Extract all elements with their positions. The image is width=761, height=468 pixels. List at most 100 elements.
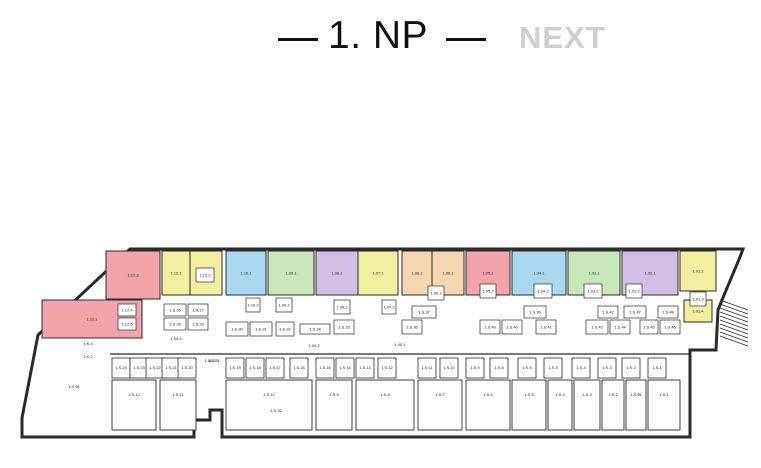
storage-cell	[621, 357, 641, 379]
room-label: 1.S.48	[662, 310, 674, 315]
small-room	[427, 285, 445, 301]
stair-step	[719, 307, 749, 319]
brand-logo: NEXT	[519, 14, 631, 58]
storage-label: 1.S.2	[626, 365, 636, 370]
storage-cell	[543, 357, 563, 379]
small-room	[501, 319, 523, 335]
room-label: 1.S.30	[231, 327, 243, 332]
stair-step	[719, 331, 749, 343]
unit-label: 1.12.3	[127, 273, 139, 278]
room-label: 1.09.2	[278, 303, 290, 308]
storage-label: 1.S.3	[582, 392, 592, 397]
storage-cell	[355, 357, 375, 379]
unit-label: 1.01.4	[692, 309, 704, 314]
storage-label: 1.S.19	[229, 365, 241, 370]
small-room	[333, 299, 351, 315]
room-label: 1.S.45	[643, 325, 655, 330]
room-label: 1.S.26	[169, 308, 181, 313]
small-room	[689, 291, 707, 307]
small-room	[381, 299, 397, 315]
small-room	[625, 283, 643, 299]
storage-label: 1.S.5	[524, 392, 534, 397]
storage-label: 1.S.5	[548, 365, 558, 370]
small-room	[249, 321, 273, 337]
corridor-label: 1.K.3	[83, 341, 93, 346]
small-room	[533, 283, 553, 299]
storage-label: 1.S.13	[359, 365, 371, 370]
corridor-label: 1.00.1	[394, 342, 406, 347]
small-room	[401, 319, 423, 335]
room-label: 1.12.5	[121, 322, 133, 327]
storage-label: 1.S.3	[602, 365, 612, 370]
storage-large	[225, 379, 313, 431]
small-room	[299, 323, 331, 335]
storage-cell	[489, 357, 509, 379]
room-label: 1.S.37	[418, 310, 430, 315]
small-room	[187, 317, 209, 331]
storage-large	[315, 379, 353, 431]
storage-label: 1.S.12	[128, 392, 140, 397]
storage-label: 1.S.24	[115, 365, 127, 370]
small-room	[275, 297, 293, 313]
storage-cell	[517, 357, 537, 379]
room-label: 1.03.2	[587, 289, 599, 294]
small-room	[583, 283, 603, 299]
room-label: 1.12.2	[199, 273, 211, 278]
unit-label: 1.09.1	[285, 271, 297, 276]
small-room	[117, 303, 137, 317]
storage-cell	[439, 357, 459, 379]
room-label: 1.S.42	[602, 310, 614, 315]
small-room	[275, 321, 295, 337]
storage-label: 1.S.11	[421, 365, 433, 370]
misc-room-label: 1.S.31	[208, 358, 220, 363]
corridor-label: 1.00.3	[204, 358, 216, 363]
small-room	[585, 319, 609, 335]
stair-step	[719, 319, 749, 331]
storage-label: 1.S.18	[249, 365, 261, 370]
storage-label: 1.S.20	[181, 365, 193, 370]
stair-step	[719, 335, 749, 347]
unit-label: 1.07.1	[372, 271, 384, 276]
unit-label: 1.06.1	[442, 271, 454, 276]
unit-label: 1.03.1	[588, 271, 600, 276]
storage-cell	[265, 357, 285, 379]
small-room	[523, 305, 547, 319]
small-room	[623, 305, 647, 319]
small-room	[657, 305, 679, 319]
small-room	[225, 321, 249, 337]
small-room	[163, 317, 187, 331]
storage-label: 1.S.7	[435, 392, 445, 397]
unit-label: 1.12.1	[170, 271, 182, 276]
brand-logo-text: NEXT	[519, 20, 606, 55]
storage-label: 1.S.12	[381, 365, 393, 370]
storage-cell	[289, 357, 309, 379]
storage-large	[647, 379, 681, 431]
storage-label: 1.S.4	[555, 392, 565, 397]
storage-label: 1.S.23	[133, 365, 145, 370]
storage-label: 1.S.6	[483, 392, 493, 397]
storage-label: 1.S.14	[339, 365, 351, 370]
unit-label: 1.04.1	[533, 271, 545, 276]
storage-label: 1.S.6	[522, 365, 532, 370]
floor-title-text: 1. NP	[328, 14, 429, 57]
storage-large	[511, 379, 547, 431]
unit-1-12-1	[161, 250, 191, 296]
room-label: 1.S.40	[506, 325, 518, 330]
small-room	[163, 303, 187, 317]
storage-cell	[245, 357, 265, 379]
storage-cell	[647, 357, 667, 379]
unit-1-06-2	[401, 250, 433, 296]
storage-label: 1.S.17	[269, 365, 281, 370]
big-room-label: 1.K.01	[68, 384, 80, 389]
room-label: 1.S.31	[255, 327, 267, 332]
storage-cell	[417, 357, 437, 379]
corridor-label: 1.K.2	[83, 354, 93, 359]
small-room	[333, 319, 355, 335]
small-room	[195, 267, 215, 283]
unit-label: 1.08.1	[331, 271, 343, 276]
storage-cell	[177, 357, 197, 379]
storage-cell	[571, 357, 591, 379]
stair-step	[719, 303, 749, 315]
room-label: 1.S.47	[629, 310, 641, 315]
stair-step	[719, 323, 749, 335]
